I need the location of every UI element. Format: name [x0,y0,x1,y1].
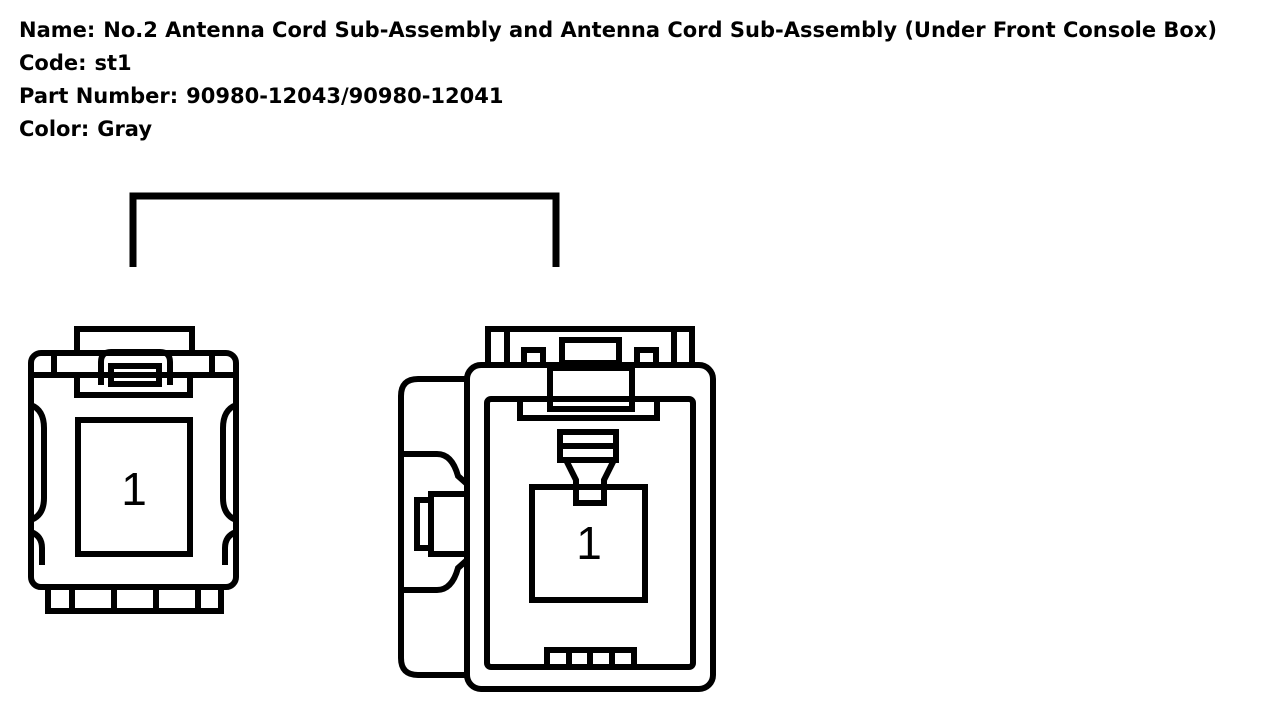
code-value: st1 [94,51,132,75]
name-value: No.2 Antenna Cord Sub-Assembly and Anten… [103,18,1217,42]
right-connector-pin-label: 1 [576,517,602,569]
name-row: Name: No.2 Antenna Cord Sub-Assembly and … [19,14,1217,47]
part-number-label: Part Number: [19,84,179,108]
connector-link-bracket [129,192,560,267]
right-connector [398,326,716,692]
color-row: Color: Gray [19,113,1217,146]
left-connector [28,326,239,614]
left-connector-pin-label: 1 [121,463,147,515]
connector-info: Name: No.2 Antenna Cord Sub-Assembly and … [19,14,1217,146]
code-label: Code: [19,51,87,75]
color-label: Color: [19,117,90,141]
part-number-row: Part Number: 90980-12043/90980-12041 [19,80,1217,113]
name-label: Name: [19,18,96,42]
code-row: Code: st1 [19,47,1217,80]
part-number-value: 90980-12043/90980-12041 [186,84,504,108]
color-value: Gray [97,117,153,141]
